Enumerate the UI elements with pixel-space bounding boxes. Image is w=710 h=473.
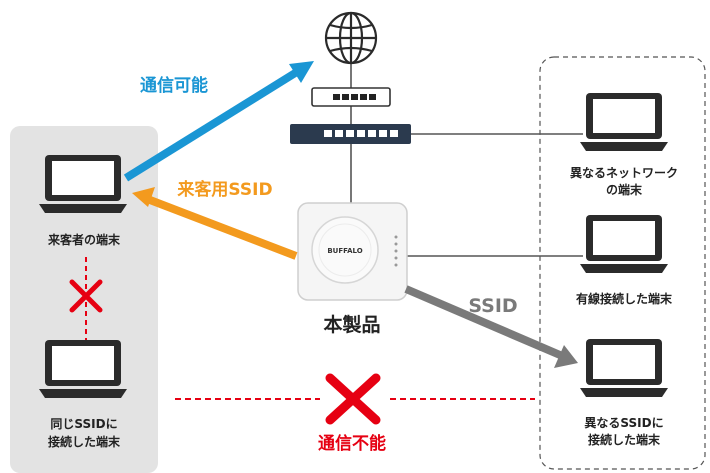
access-point-product: BUFFALO [297,202,408,301]
comm-ok-label: 通信可能 [140,75,208,96]
laptop-icon-diff-ssid [580,339,668,397]
other-area-dashed-box [539,56,706,470]
diff-network-label-2: の端末 [606,182,643,197]
guest-ssid-label: 来客用SSID [176,179,272,200]
guest-terminal-label: 来客者の端末 [47,232,121,247]
network-lines [350,63,583,257]
ssid-arrow [404,285,578,368]
wired-terminal-label: 有線接続した端末 [576,291,673,306]
same-ssid-label-1: 同じSSIDに [50,417,117,431]
globe-icon [324,11,378,65]
cross-icon [325,373,381,425]
laptop-icon-guest [39,155,127,213]
switch-icon [290,124,411,144]
laptop-icon-same-ssid [39,340,127,398]
router-icon [311,87,391,107]
diff-network-label-1: 異なるネットワーク [570,166,678,180]
product-label: 本製品 [323,313,380,336]
laptop-icon-wired [580,215,668,273]
comm-ok-arrow [123,61,314,182]
same-ssid-label-2: 接続した端末 [48,434,121,449]
ssid-label: SSID [468,295,517,317]
cross-icon [69,279,103,313]
brand-logo: BUFFALO [327,247,362,255]
diff-ssid-label-2: 接続した端末 [588,432,661,447]
diff-ssid-label-1: 異なるSSIDに [584,416,663,430]
guest-ssid-arrow [132,187,298,260]
comm-ng-label: 通信不能 [318,433,386,454]
laptop-icon-diff-network [580,93,668,151]
